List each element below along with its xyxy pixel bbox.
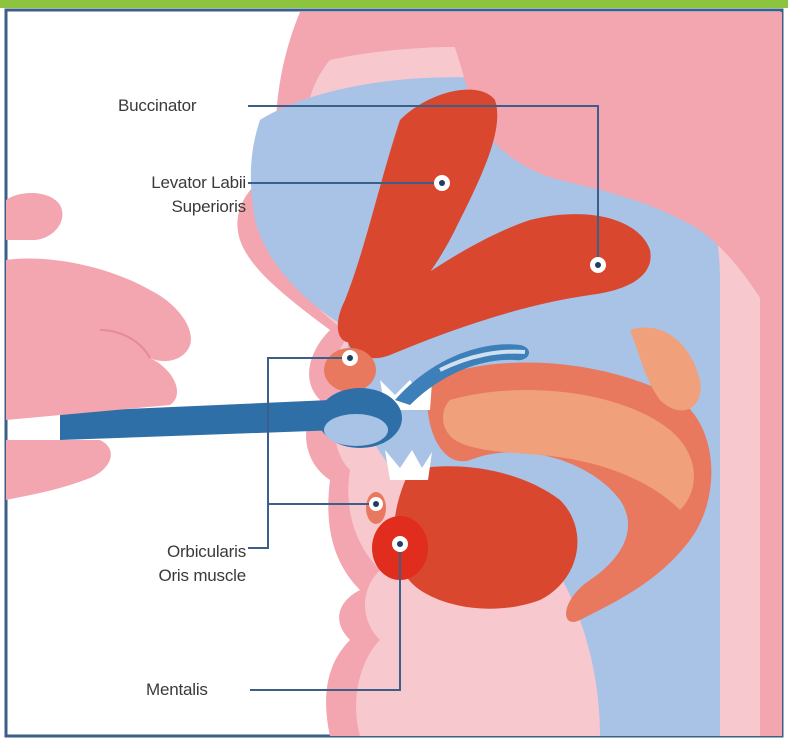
levator-marker-center [439, 180, 445, 186]
orbicularis-label-line2: Oris muscle [100, 565, 246, 587]
finger-top [6, 193, 62, 240]
orbicularis-marker-lower-center [373, 501, 379, 507]
levator-label-line2: Superioris [82, 196, 246, 218]
buccinator-label: Buccinator [118, 95, 196, 117]
hand-lower [6, 440, 111, 500]
orbicularis-marker-upper-center [347, 355, 353, 361]
mentalis-marker-center [397, 541, 403, 547]
hand [6, 259, 191, 420]
top-border [0, 0, 788, 8]
buccinator-marker-center [595, 262, 601, 268]
levator-label-line1: Levator Labii [82, 172, 246, 194]
orbicularis-label-line1: Orbicularis [100, 541, 246, 563]
mentalis-label: Mentalis [146, 679, 208, 701]
device-bulb-highlight [324, 414, 388, 446]
